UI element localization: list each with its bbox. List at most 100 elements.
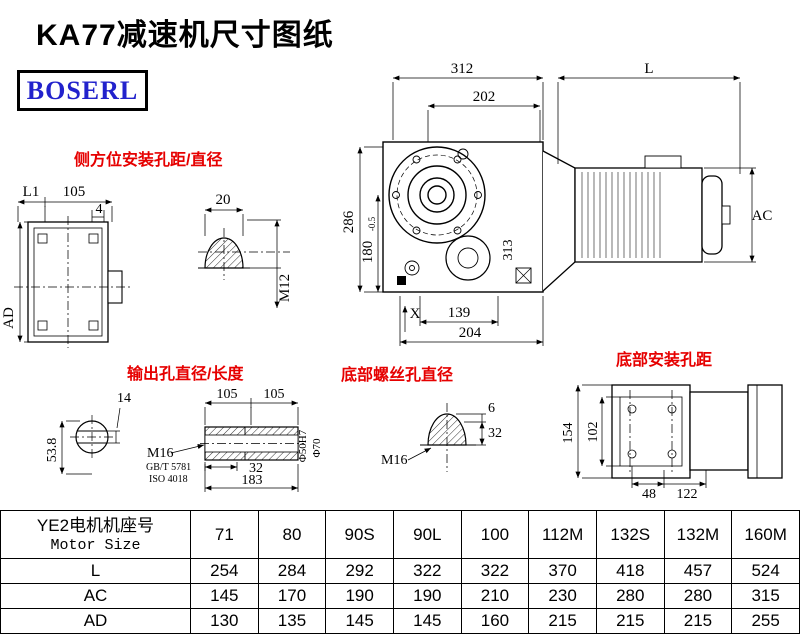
output-dimension-lines bbox=[59, 398, 299, 492]
output-shaft-section bbox=[200, 426, 304, 461]
dim-154: 154 bbox=[561, 423, 576, 444]
table-cell: 145 bbox=[392, 608, 462, 634]
dim-183: 183 bbox=[242, 473, 263, 488]
drain-plug-mark bbox=[397, 276, 406, 285]
left-view-lines bbox=[14, 197, 132, 348]
motor bbox=[542, 150, 731, 292]
annotation-output-hole: 输出孔直径/长度 bbox=[127, 366, 244, 383]
flange-bolt-holes bbox=[392, 155, 482, 235]
table-cell: 315 bbox=[731, 583, 800, 609]
dim-202: 202 bbox=[473, 89, 496, 105]
output-end-view bbox=[70, 415, 114, 459]
table-header-cn: YE2电机机座号 bbox=[36, 515, 155, 535]
table-cell: 230 bbox=[528, 583, 597, 609]
dim-139: 139 bbox=[448, 305, 471, 321]
dim-motor-length: L bbox=[644, 61, 653, 77]
motor-size-table: YE2电机机座号 Motor Size 71 80 90S 90L 100 11… bbox=[0, 510, 800, 634]
annotation-bottom-mount: 底部安装孔距 bbox=[616, 352, 713, 369]
dim-M12: M12 bbox=[277, 274, 293, 302]
dim-180: 180 bbox=[360, 241, 376, 264]
row-label: AD bbox=[0, 608, 191, 634]
dim-6: 6 bbox=[488, 401, 495, 416]
table-cell: 130 bbox=[190, 608, 259, 634]
dim-AD: AD bbox=[1, 307, 17, 329]
annotation-bottom-screw: 底部螺丝孔直径 bbox=[341, 367, 454, 384]
table-header-motor-size: YE2电机机座号 Motor Size bbox=[0, 510, 191, 559]
dim-204: 204 bbox=[459, 325, 482, 341]
dim-105-b: 105 bbox=[264, 387, 285, 402]
table-cell: 135 bbox=[257, 608, 327, 634]
side-plug-lines bbox=[198, 207, 290, 308]
table-cell: 280 bbox=[663, 583, 733, 609]
dim-32-output: 32 bbox=[249, 461, 263, 476]
table-cell: 254 bbox=[190, 558, 259, 584]
dim-286: 286 bbox=[341, 210, 357, 233]
dim-312: 312 bbox=[451, 61, 474, 77]
row-label: L bbox=[0, 558, 191, 584]
standard-gbt: GB/T 5781 bbox=[146, 462, 191, 473]
table-cell: 370 bbox=[528, 558, 597, 584]
column-header: 90L bbox=[392, 510, 462, 559]
bottom-screw-shape bbox=[420, 413, 476, 446]
dim-X-marker: X bbox=[410, 306, 421, 322]
motor-fins bbox=[581, 172, 661, 258]
table-cell: 160 bbox=[460, 608, 530, 634]
column-header: 71 bbox=[190, 510, 259, 559]
dim-122: 122 bbox=[677, 487, 698, 502]
dim-32-screw: 32 bbox=[488, 426, 502, 441]
column-header: 100 bbox=[460, 510, 530, 559]
table-cell: 170 bbox=[257, 583, 327, 609]
gearbox-housing bbox=[382, 141, 544, 293]
table-cell: 280 bbox=[595, 583, 665, 609]
table-cell: 190 bbox=[392, 583, 462, 609]
technical-drawing: 312 L 202 286 180 -0.5 313 139 204 AC X bbox=[1, 61, 783, 502]
table-cell: 210 bbox=[460, 583, 530, 609]
table-cell: 215 bbox=[528, 608, 597, 634]
row-label: AC bbox=[0, 583, 191, 609]
table-cell: 215 bbox=[595, 608, 665, 634]
dim-AC: AC bbox=[752, 208, 773, 224]
brand-logo-text: BOSERL bbox=[26, 75, 139, 105]
annotation-side-mount: 侧方位安装孔距/直径 bbox=[74, 152, 223, 169]
table-cell: 145 bbox=[190, 583, 259, 609]
column-header: 160M bbox=[731, 510, 800, 559]
dim-L1: L1 bbox=[23, 184, 40, 200]
table-cell: 255 bbox=[731, 608, 800, 634]
dim-105-left: 105 bbox=[63, 184, 86, 200]
table-cell: 215 bbox=[663, 608, 733, 634]
bottom-mount-lines bbox=[575, 384, 707, 488]
table-row: L 254 284 292 322 322 370 418 457 524 bbox=[0, 558, 800, 584]
table-cell: 145 bbox=[325, 608, 394, 634]
dim-20: 20 bbox=[216, 192, 231, 208]
dim-53-8: 53.8 bbox=[45, 438, 60, 463]
table-row: AD 130 135 145 145 160 215 215 215 255 bbox=[0, 608, 800, 634]
brand-logo-box: BOSERL bbox=[17, 70, 148, 111]
bottom-mount-body bbox=[611, 384, 783, 479]
bottom-screw-lines bbox=[407, 403, 486, 472]
page-title: KA77减速机尺寸图纸 bbox=[36, 19, 334, 52]
table-cell: 292 bbox=[325, 558, 394, 584]
table-cell: 418 bbox=[595, 558, 665, 584]
dim-4: 4 bbox=[96, 202, 103, 217]
column-header: 132S bbox=[595, 510, 665, 559]
table-row: AC 145 170 190 190 210 230 280 280 315 bbox=[0, 583, 800, 609]
table-cell: 284 bbox=[257, 558, 327, 584]
column-header: 80 bbox=[257, 510, 327, 559]
dim-313: 313 bbox=[501, 240, 516, 261]
table-cell: 457 bbox=[663, 558, 733, 584]
dim-dia70: Φ70 bbox=[311, 438, 323, 458]
dim-180-tolerance: -0.5 bbox=[367, 216, 377, 231]
left-view-body bbox=[27, 221, 123, 343]
column-header: 132M bbox=[663, 510, 733, 559]
dim-14: 14 bbox=[117, 391, 131, 406]
table-cell: 190 bbox=[325, 583, 394, 609]
dim-105-a: 105 bbox=[217, 387, 238, 402]
dim-M16-output: M16 bbox=[147, 446, 173, 461]
dim-102: 102 bbox=[586, 422, 601, 443]
standard-iso: ISO 4018 bbox=[149, 474, 188, 485]
main-dimension-lines bbox=[357, 75, 756, 346]
dim-dia50: Φ50H7 bbox=[297, 429, 309, 462]
column-header: 112M bbox=[528, 510, 597, 559]
table-cell: 524 bbox=[731, 558, 800, 584]
table-header-en: Motor Size bbox=[50, 536, 141, 554]
